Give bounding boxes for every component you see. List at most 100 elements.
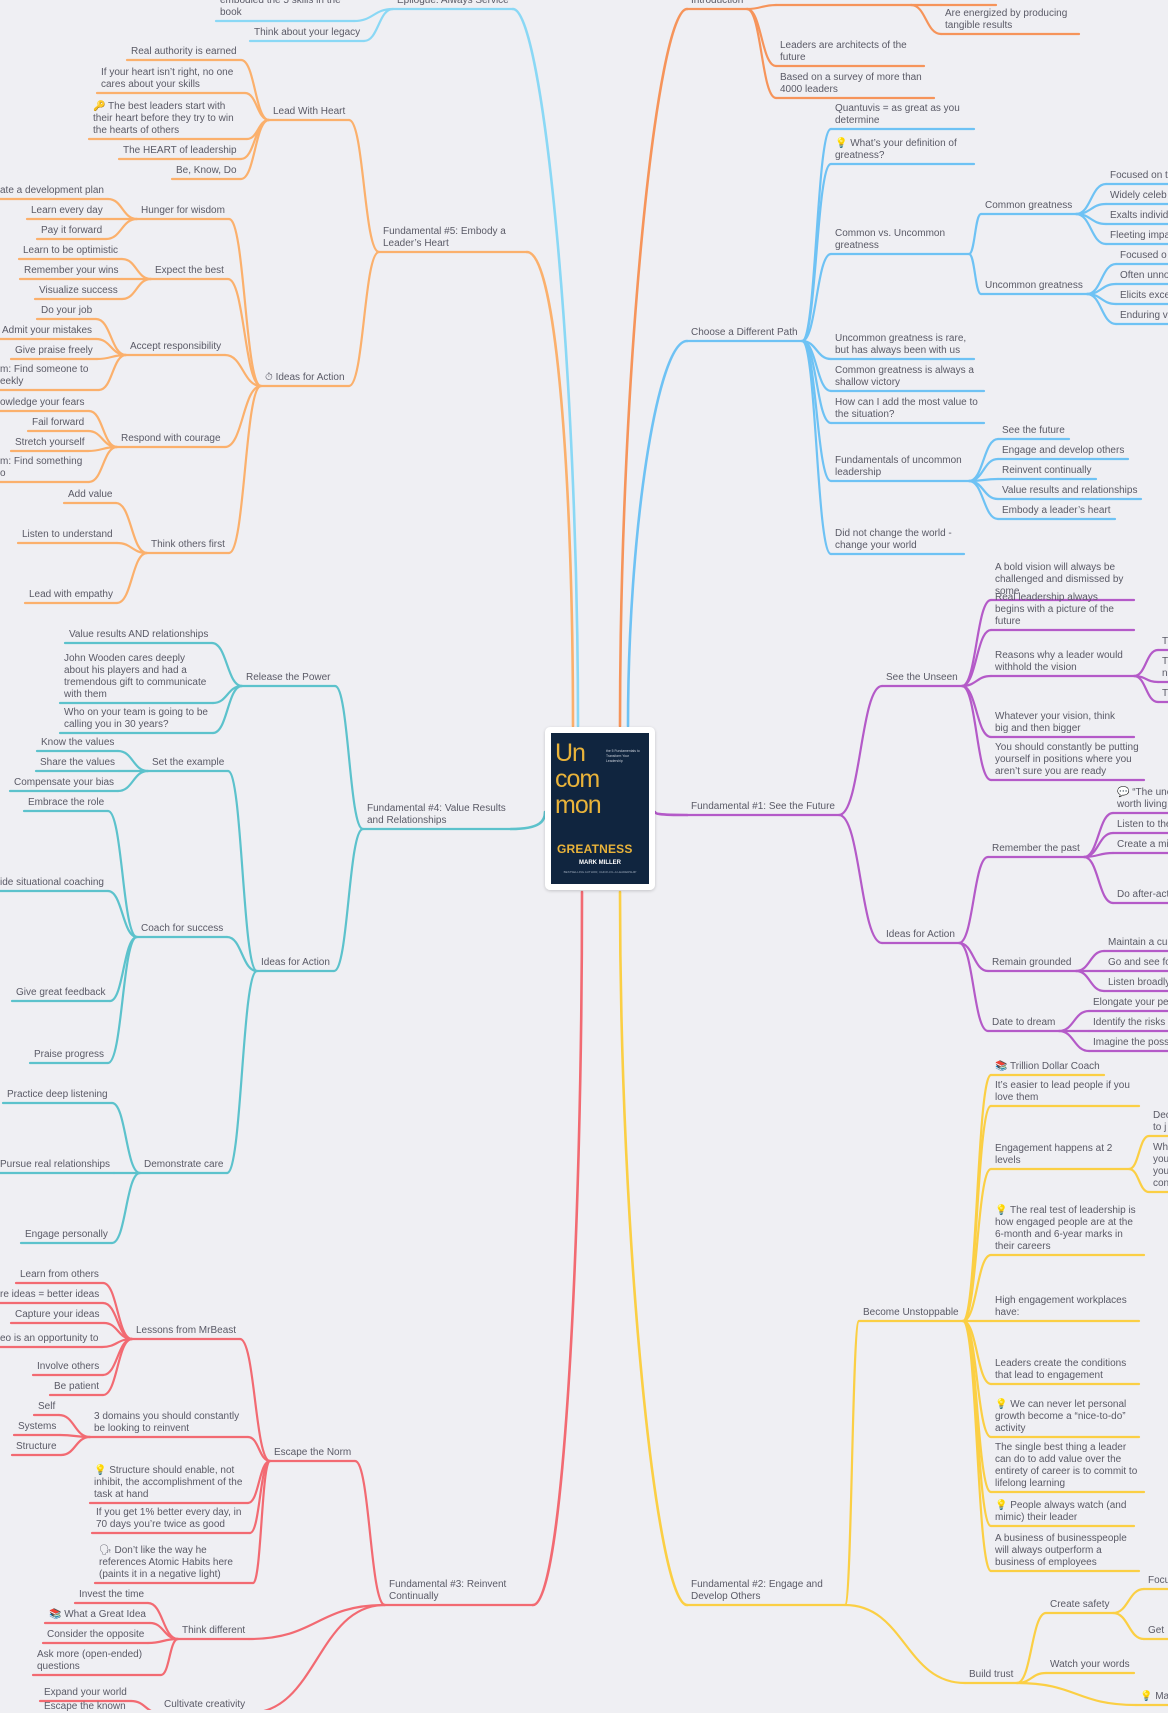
node-stu-5[interactable]: You should constantly be putting yoursel… xyxy=(995,742,1139,777)
node-rp[interactable]: Release the Power xyxy=(246,672,331,683)
node-cg[interactable]: Common greatness xyxy=(985,200,1073,211)
node-intro-1b[interactable]: Are energized by producing tangible resu… xyxy=(945,8,1068,31)
node-lwh-5[interactable]: Be, Know, Do xyxy=(176,165,237,176)
node-f1[interactable]: Fundamental #1: See the Future xyxy=(691,801,835,812)
node-cs-3[interactable]: Give great feedback xyxy=(16,987,106,998)
node-lmb-2[interactable]: re ideas = better ideas xyxy=(0,1289,100,1300)
node-rc-4[interactable]: m: Find something o xyxy=(0,456,83,479)
node-cs-4[interactable]: Praise progress xyxy=(34,1049,105,1060)
node-bu-3b[interactable]: Wh you you con xyxy=(1153,1142,1168,1189)
node-cc-2[interactable]: Escape the known xyxy=(44,1701,126,1712)
node-f3[interactable]: Fundamental #3: Reinvent Continually xyxy=(389,1579,507,1602)
node-tof-2[interactable]: Listen to understand xyxy=(22,529,113,540)
node-tof-1[interactable]: Add value xyxy=(68,489,113,500)
node-dom[interactable]: 3 domains you should constantly be looki… xyxy=(94,1411,240,1434)
node-lwh-3[interactable]: 🔑 The best leaders start with their hear… xyxy=(93,101,234,136)
node-dtd-2[interactable]: Identify the risks xyxy=(1093,1017,1166,1028)
node-rc[interactable]: Respond with courage xyxy=(121,433,221,444)
node-intro-2[interactable]: Leaders are architects of the future xyxy=(780,40,907,63)
node-dc-3[interactable]: Engage personally xyxy=(25,1229,108,1240)
node-cg-2[interactable]: Widely celeb xyxy=(1110,190,1167,201)
node-td-2[interactable]: 📚 What a Great Idea xyxy=(49,1609,146,1620)
node-cg-4[interactable]: Fleeting impa xyxy=(1110,230,1168,241)
node-rp-2[interactable]: John Wooden cares deeply about his playe… xyxy=(64,653,207,700)
node-td[interactable]: Think different xyxy=(182,1625,246,1636)
node-dtd-3[interactable]: Imagine the poss xyxy=(1093,1037,1168,1048)
node-f5[interactable]: Fundamental #5: Embody a Leader’s Heart xyxy=(383,226,506,249)
node-rtp-3[interactable]: Create a mi xyxy=(1117,839,1168,850)
node-dom-3[interactable]: Structure xyxy=(16,1441,57,1452)
node-ar-3[interactable]: Give praise freely xyxy=(15,345,93,356)
node-lmb[interactable]: Lessons from MrBeast xyxy=(136,1325,237,1336)
node-path[interactable]: Choose a Different Path xyxy=(691,327,798,338)
node-ar-4[interactable]: m: Find someone to eekly xyxy=(0,364,89,387)
node-p-7e[interactable]: Embody a leader’s heart xyxy=(1002,505,1111,516)
node-hw-1[interactable]: ate a development plan xyxy=(0,185,104,196)
node-intro-3[interactable]: Based on a survey of more than 4000 lead… xyxy=(780,72,922,95)
node-bu-4[interactable]: 💡 The real test of leadership is how eng… xyxy=(995,1205,1136,1252)
node-cg-1[interactable]: Focused on t xyxy=(1110,170,1168,181)
node-se-3[interactable]: Compensate your bias xyxy=(14,777,115,788)
node-rtp[interactable]: Remember the past xyxy=(992,843,1080,854)
node-lwh-1[interactable]: Real authority is earned xyxy=(131,46,237,57)
node-bu[interactable]: Become Unstoppable xyxy=(863,1307,959,1318)
node-tof[interactable]: Think others first xyxy=(151,539,225,550)
node-p-6[interactable]: How can I add the most value to the situ… xyxy=(835,397,978,420)
node-ar-2[interactable]: Admit your mistakes xyxy=(2,325,93,336)
node-p-3[interactable]: Common vs. Uncommon greatness xyxy=(835,228,946,251)
node-bu-2[interactable]: It’s easier to lead people if you love t… xyxy=(995,1080,1130,1103)
node-p-5[interactable]: Common greatness is always a shallow vic… xyxy=(835,365,974,388)
node-p-4[interactable]: Uncommon greatness is rare, but has alwa… xyxy=(835,333,967,356)
node-bt-3[interactable]: 💡 Ma others xyxy=(1140,1691,1168,1702)
node-ug-3[interactable]: Elicits exce xyxy=(1120,290,1168,301)
node-eb-1[interactable]: Learn to be optimistic xyxy=(23,245,119,256)
node-bu-3[interactable]: Engagement happens at 2 levels xyxy=(995,1143,1113,1166)
node-stu[interactable]: See the Unseen xyxy=(886,672,958,683)
node-rg-3[interactable]: Listen broadly xyxy=(1108,977,1168,988)
node-hw-3[interactable]: Pay it forward xyxy=(41,225,103,236)
node-etn-3[interactable]: 🗣 Don’t like the way he references Atomi… xyxy=(99,1545,233,1580)
node-se-2[interactable]: Share the values xyxy=(40,757,116,768)
node-bt-1b[interactable]: Get xyxy=(1148,1625,1165,1636)
node-dom-1[interactable]: Self xyxy=(38,1401,56,1412)
node-p-7b[interactable]: Engage and develop others xyxy=(1002,445,1125,456)
node-stu-1[interactable]: A bold vision will always be challenged … xyxy=(995,562,1124,597)
node-lmb-1[interactable]: Learn from others xyxy=(20,1269,99,1280)
node-stu-3c[interactable]: T xyxy=(1162,688,1168,699)
node-epilogue[interactable]: Epilogue: Always Service xyxy=(397,0,509,6)
node-se[interactable]: Set the example xyxy=(152,757,225,768)
node-bu-5[interactable]: High engagement workplaces have: xyxy=(995,1295,1127,1318)
node-ar[interactable]: Accept responsibility xyxy=(130,341,222,352)
node-cg-3[interactable]: Exalts individ xyxy=(1110,210,1168,221)
node-f4-ifa[interactable]: Ideas for Action xyxy=(261,957,330,968)
node-bt-2[interactable]: Watch your words xyxy=(1050,1659,1130,1670)
node-lmb-3[interactable]: Capture your ideas xyxy=(15,1309,100,1320)
node-eb[interactable]: Expect the best xyxy=(155,265,224,276)
node-cc[interactable]: Cultivate creativity xyxy=(164,1699,246,1710)
node-p-7d[interactable]: Value results and relationships xyxy=(1002,485,1138,496)
node-p-2[interactable]: 💡 What’s your definition of greatness? xyxy=(835,138,957,161)
node-eb-2[interactable]: Remember your wins xyxy=(24,265,119,276)
node-etn-2[interactable]: If you get 1% better every day, in 70 da… xyxy=(96,1507,242,1530)
node-td-4[interactable]: Ask more (open-ended) questions xyxy=(37,1649,143,1672)
node-td-1[interactable]: Invest the time xyxy=(79,1589,145,1600)
node-cs-1[interactable]: Embrace the role xyxy=(28,797,105,808)
node-lwh[interactable]: Lead With Heart xyxy=(273,106,346,117)
node-hw[interactable]: Hunger for wisdom xyxy=(141,205,225,216)
node-lwh-2[interactable]: If your heart isn’t right, no one cares … xyxy=(101,67,234,90)
node-bt-1a[interactable]: Focu xyxy=(1148,1575,1168,1586)
node-stu-3[interactable]: Reasons why a leader would withhold the … xyxy=(995,650,1123,673)
node-lwh-4[interactable]: The HEART of leadership xyxy=(123,145,237,156)
node-stu-3b[interactable]: T n xyxy=(1162,656,1168,679)
node-hw-2[interactable]: Learn every day xyxy=(31,205,103,216)
node-bu-1[interactable]: 📚 Trillion Dollar Coach xyxy=(995,1061,1100,1072)
node-cs[interactable]: Coach for success xyxy=(141,923,224,934)
node-etn-1[interactable]: 💡 Structure should enable, not inhibit, … xyxy=(94,1465,243,1500)
node-rc-3[interactable]: Stretch yourself xyxy=(15,437,85,448)
node-epi-1[interactable]: embodied the 5 skills in the book xyxy=(220,0,341,18)
node-lmb-4[interactable]: eo is an opportunity to xyxy=(0,1333,99,1344)
node-ar-1[interactable]: Do your job xyxy=(41,305,93,316)
node-ug-1[interactable]: Focused o xyxy=(1120,250,1167,261)
node-dtd[interactable]: Date to dream xyxy=(992,1017,1056,1028)
node-tof-3[interactable]: Lead with empathy xyxy=(29,589,113,600)
